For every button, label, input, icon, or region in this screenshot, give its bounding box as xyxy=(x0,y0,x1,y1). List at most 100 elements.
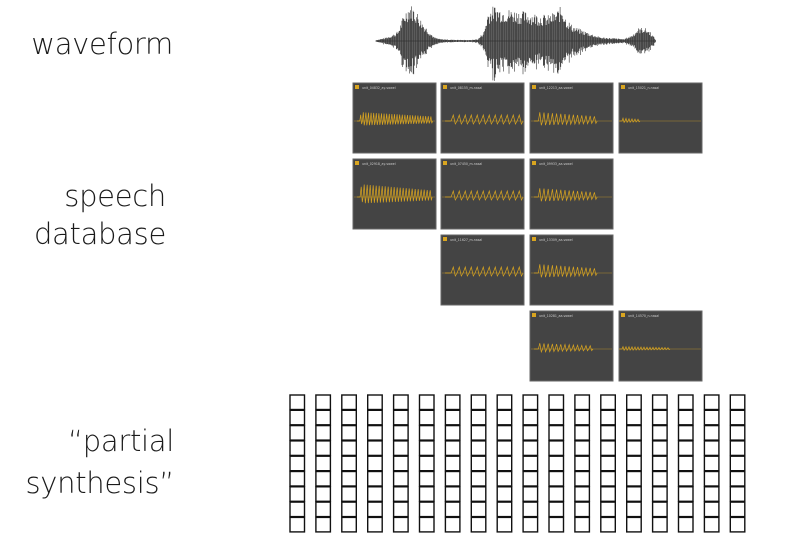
grid-cell xyxy=(470,424,487,441)
panel-title: unit_02918_ay-vowel xyxy=(362,162,396,166)
audio-file-icon xyxy=(532,161,536,165)
grid-cell xyxy=(626,455,642,472)
grid-cell xyxy=(470,516,487,533)
grid-cell xyxy=(548,516,565,533)
panel-title: unit_12213_aa-vowel xyxy=(539,86,573,90)
audio-file-icon xyxy=(443,85,447,89)
panel-title: unit_11627_m-nasal xyxy=(450,238,482,242)
grid-cell xyxy=(392,424,409,441)
database-unit-panel[interactable]: unit_15021_n-nasal xyxy=(618,82,703,154)
database-unit-panel[interactable]: unit_09933_aa-vowel xyxy=(529,158,614,230)
database-unit-panel[interactable]: unit_08155_m-nasal xyxy=(440,82,525,154)
grid-cell xyxy=(392,501,409,518)
grid-cell xyxy=(367,516,383,533)
grid-cell xyxy=(600,455,616,472)
speech-database-label-line1: speech xyxy=(64,179,166,213)
grid-cell xyxy=(444,501,461,518)
grid-cell xyxy=(289,409,306,426)
grid-cell xyxy=(367,455,383,472)
grid-cell xyxy=(522,440,539,457)
panel-title: unit_07450_m-nasal xyxy=(450,162,482,166)
waveform-label: waveform xyxy=(31,27,173,61)
database-unit-panel[interactable]: unit_12213_aa-vowel xyxy=(529,82,614,154)
grid-cell xyxy=(470,409,487,426)
grid-cell xyxy=(315,470,332,487)
grid-cell xyxy=(574,409,591,426)
panel-title: unit_14570_n-nasal xyxy=(628,314,659,318)
database-unit-panel[interactable]: unit_14570_n-nasal xyxy=(618,310,703,382)
audio-file-icon xyxy=(443,161,447,165)
grid-cell xyxy=(729,501,746,518)
grid-cell xyxy=(341,394,357,411)
grid-cell xyxy=(600,501,616,518)
grid-cell xyxy=(418,440,435,457)
database-unit-panel[interactable]: unit_07450_m-nasal xyxy=(440,158,525,230)
speech-database-label: speech database xyxy=(0,177,166,253)
audio-file-icon xyxy=(532,237,536,241)
grid-cell xyxy=(496,424,513,441)
database-unit-panel[interactable]: unit_11627_m-nasal xyxy=(440,234,525,306)
panel-signal xyxy=(534,343,594,354)
grid-cell xyxy=(315,409,332,426)
grid-cell xyxy=(677,486,694,502)
audio-file-icon xyxy=(443,237,447,241)
grid-cell xyxy=(574,424,591,441)
panel-signal xyxy=(357,112,433,126)
panel-background xyxy=(529,158,614,230)
grid-cell xyxy=(651,470,668,487)
grid-cell xyxy=(703,516,720,533)
grid-cell xyxy=(444,424,461,441)
grid-cell xyxy=(418,424,435,441)
grid-cell xyxy=(651,516,668,533)
grid-cell xyxy=(522,486,539,502)
grid-cell xyxy=(600,440,616,457)
database-unit-panel[interactable]: unit_10281_aa-vowel xyxy=(529,310,614,382)
panel-signal xyxy=(534,264,598,278)
grid-cell xyxy=(574,501,591,518)
grid-cell xyxy=(392,394,409,411)
grid-cell xyxy=(315,516,332,533)
panel-title: unit_08155_m-nasal xyxy=(450,86,482,90)
partial-synthesis-label-line1: “partial xyxy=(68,424,174,458)
grid-cell xyxy=(626,440,642,457)
grid-cell xyxy=(418,409,435,426)
grid-cell xyxy=(729,486,746,502)
grid-cell xyxy=(522,409,539,426)
grid-cell xyxy=(600,470,616,487)
grid-cell xyxy=(651,501,668,518)
grid-cell xyxy=(418,394,435,411)
panel-signal xyxy=(534,188,598,202)
grid-cell xyxy=(522,516,539,533)
grid-cell xyxy=(341,470,357,487)
grid-cell xyxy=(626,470,642,487)
panel-background xyxy=(529,234,614,306)
grid-cell xyxy=(548,501,565,518)
partial-synthesis-label: “partial synthesis” xyxy=(0,420,174,504)
grid-cell xyxy=(522,424,539,441)
grid-cell xyxy=(651,424,668,441)
grid-cell xyxy=(470,486,487,502)
audio-file-icon xyxy=(621,85,625,89)
grid-cell xyxy=(496,409,513,426)
grid-cell xyxy=(548,440,565,457)
grid-cell xyxy=(315,440,332,457)
grid-cell xyxy=(341,501,357,518)
grid-cell xyxy=(651,409,668,426)
grid-cell xyxy=(289,424,306,441)
speech-database-label-line2: database xyxy=(33,217,166,251)
grid-cell xyxy=(470,440,487,457)
grid-cell xyxy=(444,470,461,487)
panel-title: unit_15021_n-nasal xyxy=(628,86,659,90)
grid-cell xyxy=(574,486,591,502)
grid-cell xyxy=(315,394,332,411)
database-unit-panel[interactable]: unit_04832_ay-vowel xyxy=(352,82,437,154)
panel-signal xyxy=(357,184,433,204)
grid-cell xyxy=(600,409,616,426)
database-unit-panel[interactable]: unit_13309_aa-vowel xyxy=(529,234,614,306)
grid-cell xyxy=(548,394,565,411)
grid-cell xyxy=(626,424,642,441)
grid-cell xyxy=(522,470,539,487)
grid-cell xyxy=(289,486,306,502)
database-unit-panel[interactable]: unit_02918_ay-vowel xyxy=(352,158,437,230)
waveform-trace xyxy=(375,6,656,81)
